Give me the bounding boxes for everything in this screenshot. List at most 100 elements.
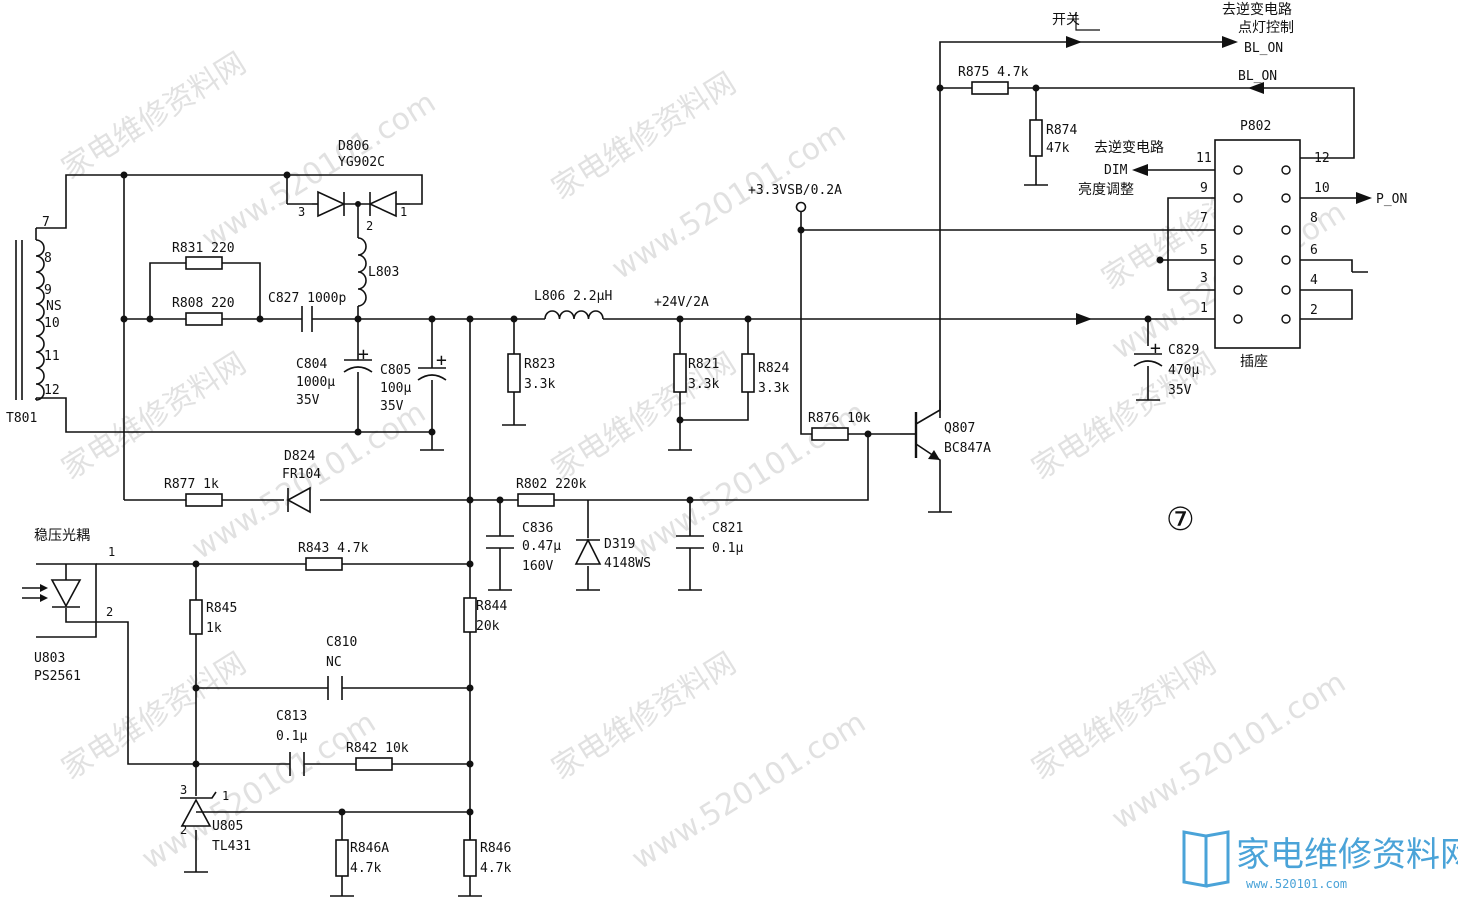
resistor-r821: R821 3.3k — [673, 353, 719, 393]
r846a-ref: R846A — [350, 841, 389, 856]
c810-value: NC — [326, 655, 342, 670]
r842-label: R842 10k — [346, 741, 409, 756]
p-on-signal: P_ON — [1356, 192, 1407, 207]
c805-ref: C805 — [380, 363, 411, 378]
u805-ref: U805 — [212, 819, 243, 834]
capacitor-c810: C810 NC — [326, 635, 357, 700]
c829-voltage: 35V — [1168, 383, 1192, 398]
d806-pin-2: 2 — [366, 219, 373, 233]
resistor-r831: R831 220 — [172, 241, 235, 270]
capacitor-c813: C813 0.1μ — [276, 709, 307, 776]
p802-caption: 插座 — [1240, 354, 1268, 370]
inductor-l803: L803 — [357, 237, 399, 307]
p802-pin: 5 — [1200, 243, 1208, 258]
capacitor-c836: C836 0.47μ 160V — [486, 521, 561, 574]
u805-pin-3: 3 — [180, 783, 187, 797]
r845-value: 1k — [206, 621, 222, 636]
p802-pin: 1 — [1200, 301, 1208, 316]
opto-pin-1: 1 — [108, 545, 115, 559]
t801-pin-10: 10 — [44, 316, 60, 331]
bl-on-label-2: BL_ON — [1238, 69, 1277, 84]
d806-pin-3: 3 — [298, 205, 305, 219]
c836-ref: C836 — [522, 521, 553, 536]
watermark-url: www.520101.com — [196, 85, 442, 257]
c813-ref: C813 — [276, 709, 307, 724]
r824-value: 3.3k — [758, 381, 789, 396]
u805-pin-1: 1 — [222, 789, 229, 803]
switch-label: 开关 — [1052, 12, 1080, 28]
d319-ref: D319 — [604, 537, 635, 552]
p802-pin: 12 — [1314, 151, 1330, 166]
r824-ref: R824 — [758, 361, 789, 376]
switch-annotation: 开关 — [1052, 12, 1238, 48]
c821-ref: C821 — [712, 521, 743, 536]
d806-part: YG902C — [338, 155, 385, 170]
diode-d319: D319 4148WS — [574, 537, 651, 571]
figure-number: ⑦ — [1166, 500, 1195, 538]
wires — [36, 41, 1360, 896]
svg-text:+: + — [436, 350, 447, 371]
svg-text:+: + — [358, 344, 369, 365]
optocoupler-u803: 稳压光耦 1 2 U803 PS2561 — [22, 528, 115, 684]
resistor-r845: R845 1k — [189, 599, 237, 636]
c836-voltage: 160V — [522, 559, 553, 574]
resistor-r874: R874 47k — [1029, 119, 1077, 157]
dim-signal: DIM — [1104, 163, 1128, 178]
watermark-text: 家电维修资料网 — [56, 46, 253, 187]
resistor-r846: R846 4.7k — [463, 839, 511, 877]
dim-annotation: 去逆变电路 DIM 亮度调整 — [1078, 140, 1164, 198]
r808-label: R808 220 — [172, 296, 235, 311]
opto-title: 稳压光耦 — [34, 528, 90, 544]
watermark-text: 家电维修资料网 — [56, 346, 253, 487]
regulator-u805: 3 2 1 U805 TL431 — [180, 783, 251, 854]
output-arrow — [1076, 313, 1092, 325]
d806-ref: D806 — [338, 139, 369, 154]
c810-ref: C810 — [326, 635, 357, 650]
r843-label: R843 4.7k — [298, 541, 369, 556]
r844-value: 20k — [476, 619, 500, 634]
r845-ref: R845 — [206, 601, 237, 616]
r821-value: 3.3k — [688, 377, 719, 392]
c829-value: 470μ — [1168, 363, 1199, 378]
capacitor-c821: C821 0.1μ — [676, 521, 743, 556]
site-logo: 家电维修资料网 www.520101.com — [1182, 830, 1458, 891]
book-icon — [1182, 830, 1208, 888]
p802-pin: 10 — [1314, 181, 1330, 196]
resistor-r846a: R846A 4.7k — [335, 839, 389, 877]
r874-value: 47k — [1046, 141, 1070, 156]
u805-pin-2: 2 — [180, 823, 187, 837]
r823-ref: R823 — [524, 357, 555, 372]
d806-pin-1: 1 — [400, 205, 407, 219]
d824-ref: D824 — [284, 449, 315, 464]
rail-label-24v: +24V/2A — [654, 295, 709, 310]
p802-pin: 2 — [1310, 303, 1318, 318]
transformer-t801: 7 8 9 NS 10 11 12 T801 — [6, 215, 62, 426]
d824-part: FR104 — [282, 467, 321, 482]
capacitor-c805: + C805 100μ 35V — [380, 350, 447, 414]
resistor-r808: R808 220 — [172, 296, 235, 326]
c804-ref: C804 — [296, 357, 327, 372]
q807-ref: Q807 — [944, 421, 975, 436]
resistor-r842: R842 10k — [346, 741, 409, 771]
l803-ref: L803 — [368, 265, 399, 280]
r846-ref: R846 — [480, 841, 511, 856]
inverter-top-line1: 去逆变电路 — [1222, 2, 1292, 18]
r802-label: R802 220k — [516, 477, 587, 492]
c836-value: 0.47μ — [522, 539, 561, 554]
c805-voltage: 35V — [380, 399, 404, 414]
t801-pin-11: 11 — [44, 349, 60, 364]
inverter-top-line2: 点灯控制 — [1238, 20, 1294, 36]
opto-part: PS2561 — [34, 669, 81, 684]
p802-pin: 9 — [1200, 181, 1208, 196]
resistor-r823: R823 3.3k — [507, 353, 555, 393]
inductor-l806: L806 2.2μH — [534, 289, 612, 320]
resistor-r824: R824 3.3k — [741, 353, 789, 396]
r823-value: 3.3k — [524, 377, 555, 392]
r844-ref: R844 — [476, 599, 507, 614]
l806-label: L806 2.2μH — [534, 289, 612, 304]
r831-label: R831 220 — [172, 241, 235, 256]
c827-label: C827 1000p — [268, 291, 346, 306]
watermark-text: 家电维修资料网 — [56, 646, 253, 787]
watermark-text: 家电维修资料网 — [546, 66, 743, 207]
